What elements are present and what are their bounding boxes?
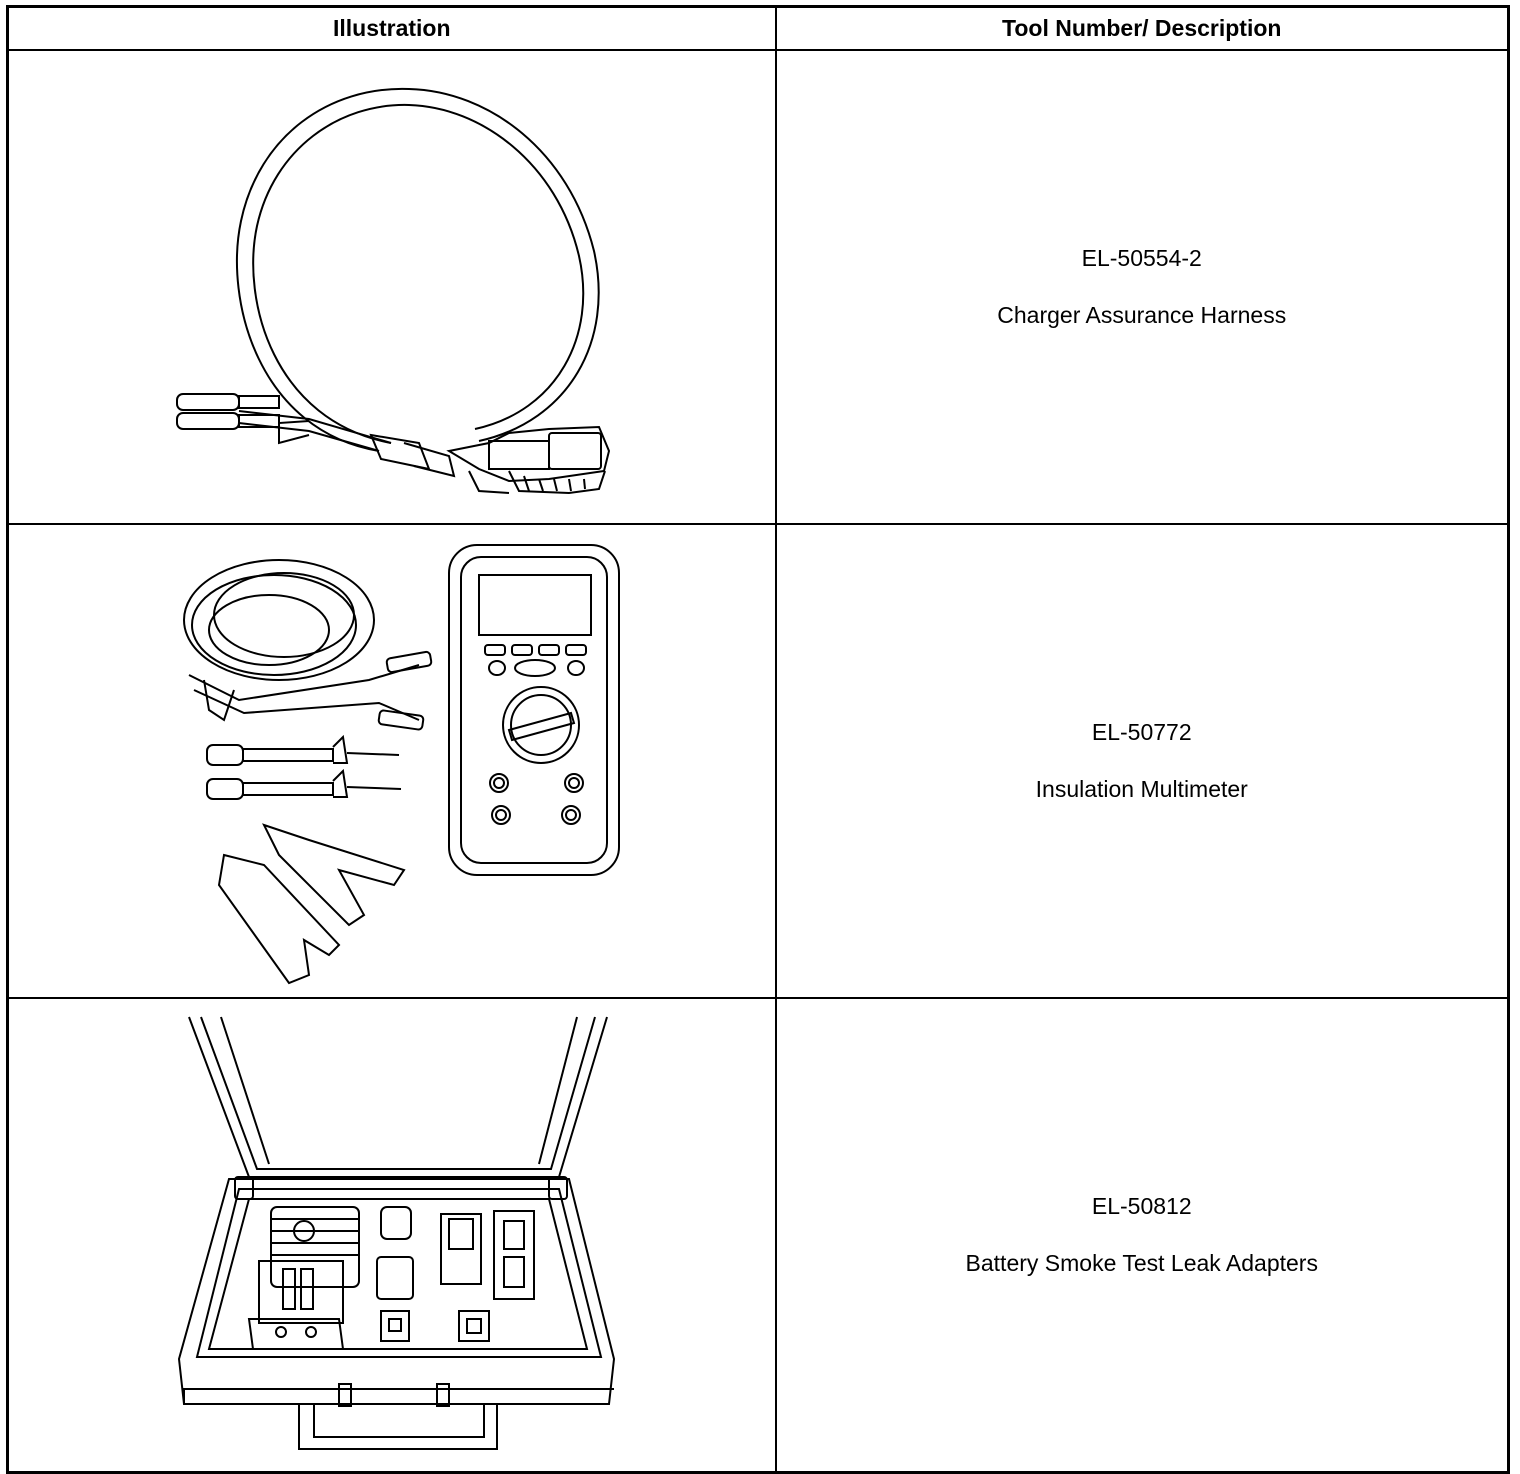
tool-description-cell: EL-50772 Insulation Multimeter — [774, 523, 1510, 999]
illustration-cell — [6, 997, 777, 1474]
table-row: EL-50772 Insulation Multimeter — [6, 523, 1510, 999]
tool-description: Battery Smoke Test Leak Adapters — [965, 1250, 1318, 1276]
multimeter-icon — [9, 525, 777, 997]
tool-description-cell: EL-50554-2 Charger Assurance Harness — [774, 49, 1510, 525]
tool-number: EL-50772 — [1091, 719, 1192, 745]
illustration-cell — [6, 523, 777, 999]
tool-table: Illustration Tool Number/ Description — [6, 5, 1510, 1474]
table-row: EL-50554-2 Charger Assurance Harness — [6, 49, 1510, 525]
table-row: EL-50812 Battery Smoke Test Leak Adapter… — [6, 997, 1510, 1474]
tool-number: EL-50554-2 — [1081, 245, 1202, 271]
header-tool-description: Tool Number/ Description — [774, 5, 1510, 51]
header-row: Illustration Tool Number/ Description — [6, 5, 1510, 51]
illustration-cell — [6, 49, 777, 525]
tool-number: EL-50812 — [1091, 1193, 1192, 1219]
tool-description-cell: EL-50812 Battery Smoke Test Leak Adapter… — [774, 997, 1510, 1474]
header-illustration: Illustration — [6, 5, 777, 51]
tool-description: Insulation Multimeter — [1035, 776, 1248, 802]
harness-cable-icon — [9, 51, 777, 523]
adapter-case-icon — [9, 999, 777, 1471]
tool-description: Charger Assurance Harness — [997, 302, 1287, 328]
